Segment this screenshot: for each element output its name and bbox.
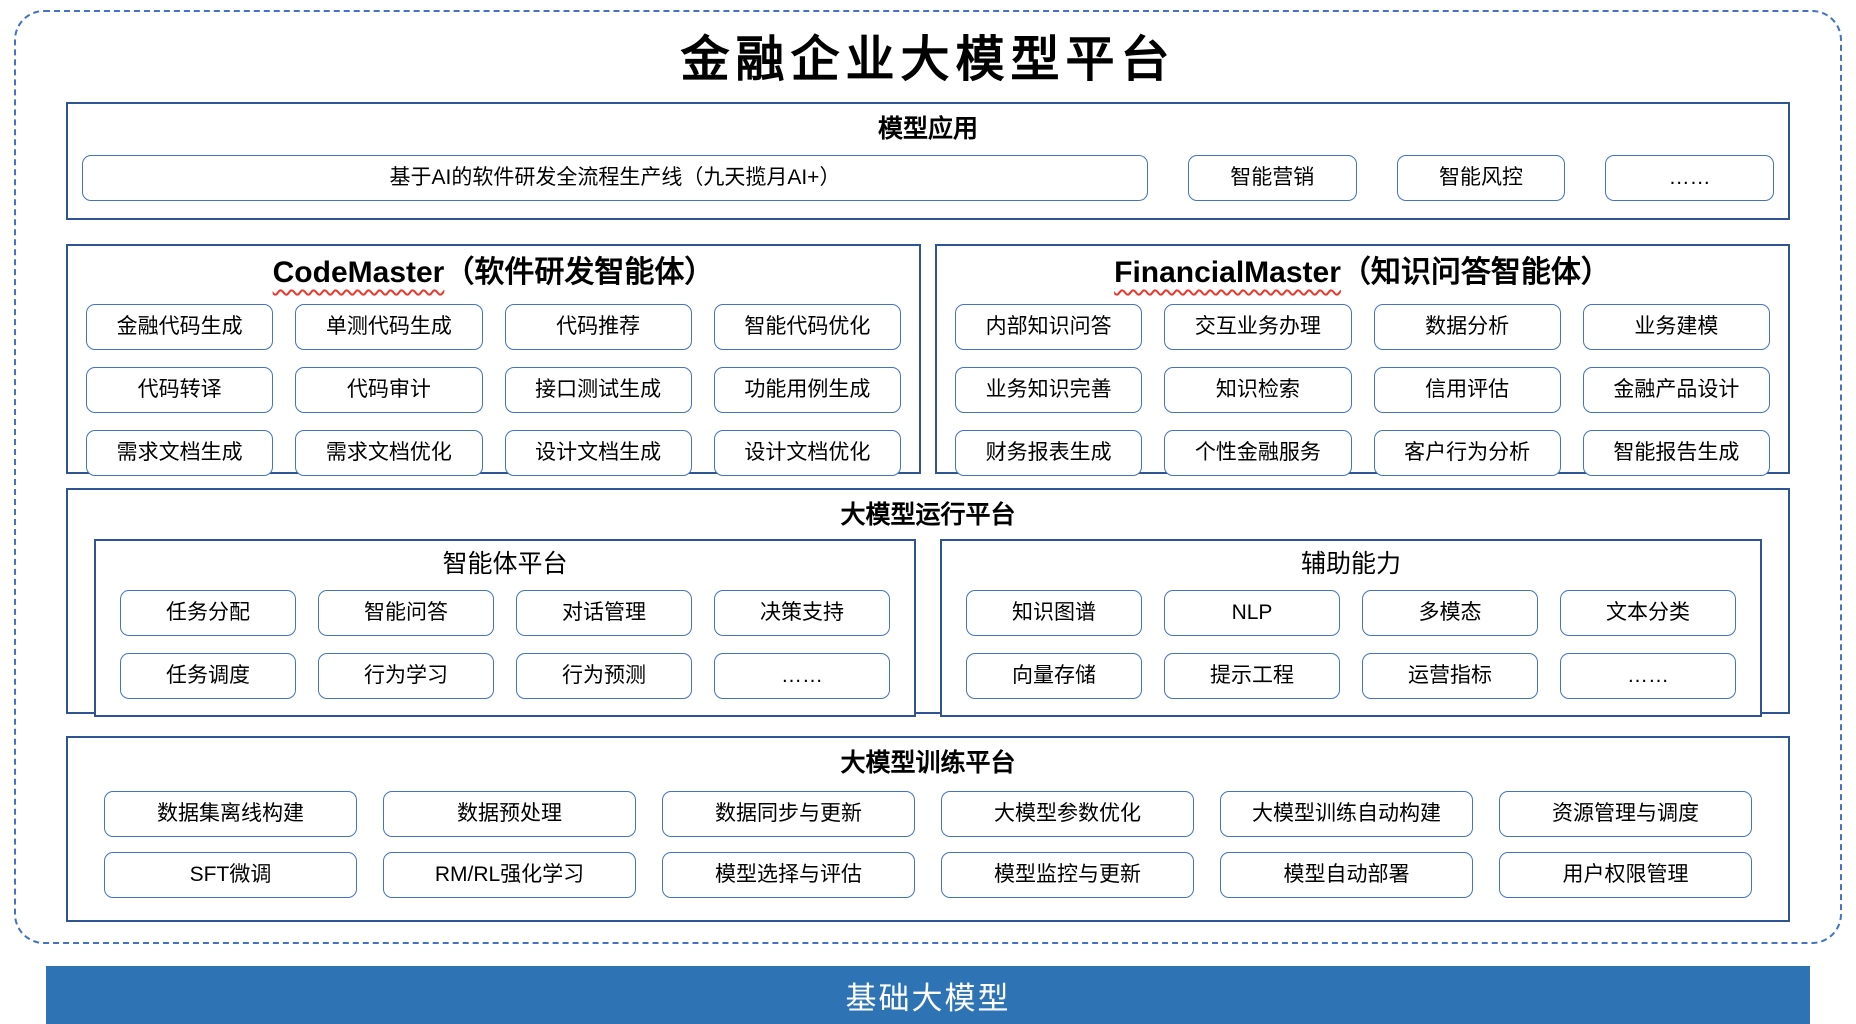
- financialmaster-item: 金融产品设计: [1582, 367, 1770, 413]
- agent-platform-item: 行为学习: [318, 653, 494, 699]
- training-platform-item: 模型自动部署: [1220, 852, 1473, 898]
- training-platform-item: 大模型参数优化: [941, 791, 1194, 837]
- training-platform-items: 数据集离线构建数据预处理数据同步与更新大模型参数优化大模型训练自动构建资源管理与…: [68, 779, 1788, 914]
- training-platform-item: 数据预处理: [383, 791, 636, 837]
- item-ai-dev-pipeline: 基于AI的软件研发全流程生产线（九天揽月AI+）: [82, 155, 1148, 201]
- financialmaster-item: 交互业务办理: [1164, 304, 1352, 350]
- page-title: 金融企业大模型平台: [680, 30, 1176, 88]
- training-platform-item: SFT微调: [104, 852, 357, 898]
- training-platform-item: 大模型训练自动构建: [1220, 791, 1473, 837]
- training-platform-item: 资源管理与调度: [1499, 791, 1752, 837]
- model-app-item: 智能营销: [1187, 155, 1357, 201]
- financialmaster-item: 信用评估: [1373, 367, 1561, 413]
- platform-outer-frame: 金融企业大模型平台 模型应用 基于AI的软件研发全流程生产线（九天揽月AI+） …: [14, 10, 1842, 944]
- training-platform-item: 用户权限管理: [1499, 852, 1752, 898]
- aux-capability-item: ……: [1560, 653, 1736, 699]
- agent-platform-item: 智能问答: [318, 590, 494, 636]
- panel-financialmaster: FinancialMaster（知识问答智能体） 内部知识问答交互业务办理数据分…: [935, 244, 1790, 476]
- financialmaster-item: 业务建模: [1582, 304, 1770, 350]
- section-training-platform: 大模型训练平台 数据集离线构建数据预处理数据同步与更新大模型参数优化大模型训练自…: [66, 736, 1790, 922]
- foundation-model-bar: 基础大模型: [46, 966, 1810, 1024]
- aux-capability-item: 多模态: [1362, 590, 1538, 636]
- codemaster-item: 设计文档优化: [713, 430, 901, 476]
- financialmaster-items: 内部知识问答交互业务办理数据分析业务建模业务知识完善知识检索信用评估金融产品设计…: [937, 304, 1788, 492]
- codemaster-item: 需求文档优化: [295, 430, 483, 476]
- subpanel-agent-platform: 智能体平台 任务分配智能问答对话管理决策支持任务调度行为学习行为预测 ……: [94, 539, 916, 717]
- panel-codemaster: CodeMaster（软件研发智能体） 金融代码生成单测代码生成代码推荐智能代码…: [66, 244, 921, 476]
- financialmaster-title-en: FinancialMaster: [1114, 256, 1341, 289]
- aux-capabilities-items: 知识图谱 NLP 多模态文本分类向量存储提示工程运营指标 ……: [942, 590, 1760, 699]
- agent-platform-header: 智能体平台: [442, 550, 568, 578]
- agent-platform-item: 行为预测: [516, 653, 692, 699]
- agent-platform-item: 对话管理: [516, 590, 692, 636]
- codemaster-item: 代码推荐: [504, 304, 692, 350]
- section-runtime-platform: 大模型运行平台 智能体平台 任务分配智能问答对话管理决策支持任务调度行为学习行为…: [66, 488, 1790, 717]
- aux-capability-item: 文本分类: [1560, 590, 1736, 636]
- aux-capability-item: 知识图谱: [966, 590, 1142, 636]
- aux-capability-item: 提示工程: [1164, 653, 1340, 699]
- training-platform-header: 大模型训练平台: [840, 749, 1016, 777]
- training-platform-item: 模型选择与评估: [662, 852, 915, 898]
- codemaster-item: 代码转译: [86, 367, 274, 413]
- codemaster-title-zh: （软件研发智能体）: [444, 256, 715, 289]
- agent-platform-item: 任务分配: [120, 590, 296, 636]
- agents-row: CodeMaster（软件研发智能体） 金融代码生成单测代码生成代码推荐智能代码…: [66, 244, 1790, 476]
- section-model-applications: 模型应用 基于AI的软件研发全流程生产线（九天揽月AI+） 智能营销智能风控 ……: [66, 102, 1790, 220]
- financialmaster-item: 个性金融服务: [1164, 430, 1352, 476]
- codemaster-item: 金融代码生成: [86, 304, 274, 350]
- financialmaster-title-zh: （知识问答智能体）: [1340, 256, 1611, 289]
- aux-capability-item: 向量存储: [966, 653, 1142, 699]
- model-app-item: 智能风控: [1396, 155, 1566, 201]
- codemaster-title-en: CodeMaster: [272, 256, 445, 289]
- codemaster-item: 代码审计: [295, 367, 483, 413]
- financialmaster-item: 财务报表生成: [955, 430, 1143, 476]
- training-platform-item: 数据同步与更新: [662, 791, 915, 837]
- financialmaster-item: 业务知识完善: [955, 367, 1143, 413]
- training-platform-item: 模型监控与更新: [941, 852, 1194, 898]
- training-platform-item: RM/RL强化学习: [383, 852, 636, 898]
- financialmaster-item: 智能报告生成: [1582, 430, 1770, 476]
- codemaster-item: 智能代码优化: [713, 304, 901, 350]
- codemaster-item: 单测代码生成: [295, 304, 483, 350]
- codemaster-item: 需求文档生成: [86, 430, 274, 476]
- training-platform-item: 数据集离线构建: [104, 791, 357, 837]
- agent-platform-item: 决策支持: [714, 590, 890, 636]
- model-applications-row: 基于AI的软件研发全流程生产线（九天揽月AI+） 智能营销智能风控 ……: [68, 145, 1788, 201]
- aux-capability-item: NLP: [1164, 590, 1340, 636]
- financialmaster-item: 客户行为分析: [1373, 430, 1561, 476]
- aux-capabilities-header: 辅助能力: [1300, 550, 1401, 578]
- aux-capability-item: 运营指标: [1362, 653, 1538, 699]
- runtime-subpanels-row: 智能体平台 任务分配智能问答对话管理决策支持任务调度行为学习行为预测 …… 辅助能…: [68, 531, 1788, 717]
- financialmaster-item: 数据分析: [1373, 304, 1561, 350]
- financialmaster-title: FinancialMaster（知识问答智能体）: [937, 246, 1788, 304]
- subpanel-aux-capabilities: 辅助能力 知识图谱 NLP 多模态文本分类向量存储提示工程运营指标 ……: [940, 539, 1762, 717]
- model-app-item: ……: [1605, 155, 1775, 201]
- codemaster-item: 功能用例生成: [713, 367, 901, 413]
- codemaster-title: CodeMaster（软件研发智能体）: [68, 246, 919, 304]
- financialmaster-item: 内部知识问答: [955, 304, 1143, 350]
- agent-platform-items: 任务分配智能问答对话管理决策支持任务调度行为学习行为预测 ……: [96, 590, 914, 699]
- codemaster-items: 金融代码生成单测代码生成代码推荐智能代码优化代码转译代码审计接口测试生成功能用例…: [68, 304, 919, 492]
- runtime-platform-header: 大模型运行平台: [840, 501, 1016, 529]
- model-applications-header: 模型应用: [877, 115, 978, 143]
- codemaster-item: 接口测试生成: [504, 367, 692, 413]
- codemaster-item: 设计文档生成: [504, 430, 692, 476]
- financialmaster-item: 知识检索: [1164, 367, 1352, 413]
- model-applications-items: 智能营销智能风控 ……: [1187, 155, 1775, 201]
- agent-platform-item: 任务调度: [120, 653, 296, 699]
- agent-platform-item: ……: [714, 653, 890, 699]
